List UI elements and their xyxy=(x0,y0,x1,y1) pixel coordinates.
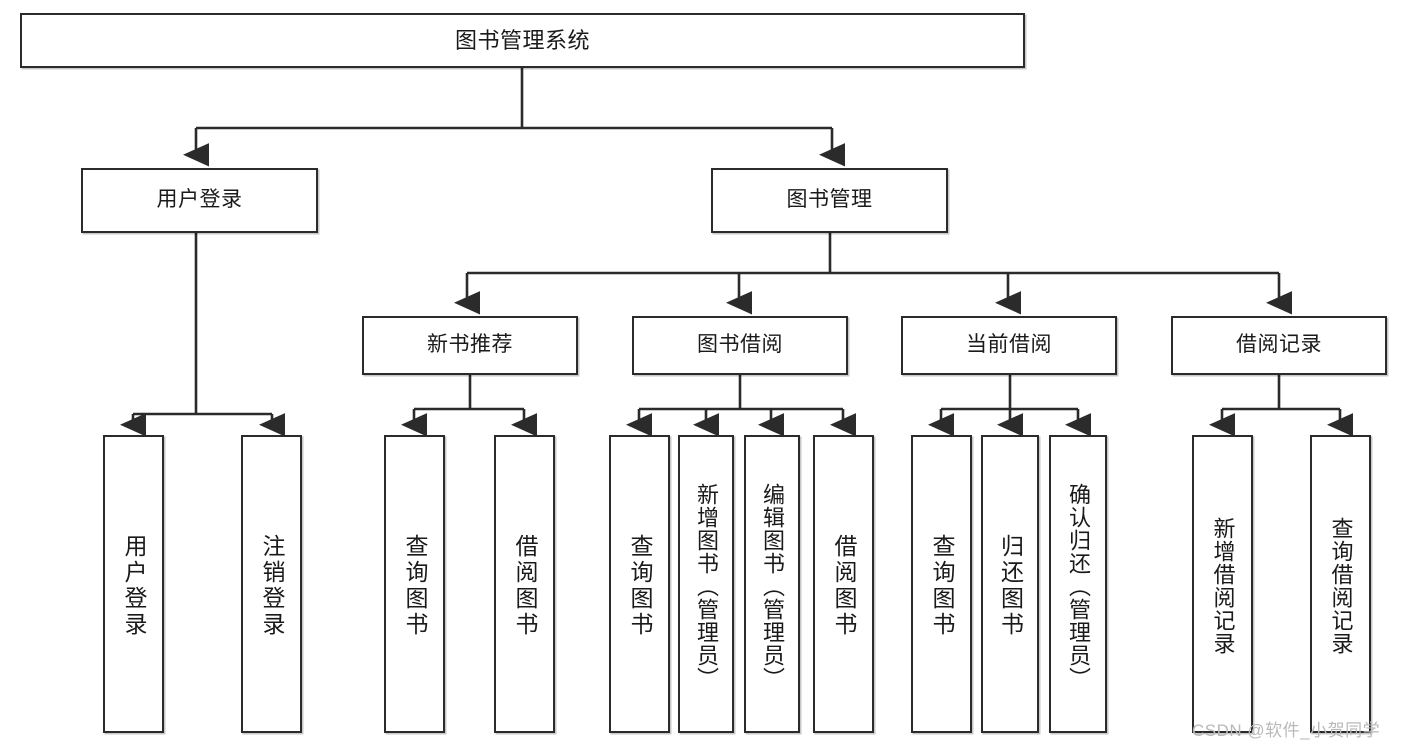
leaf-user-login[interactable]: 用户登录 xyxy=(103,435,164,733)
node-borrow-record[interactable]: 借阅记录 xyxy=(1171,316,1387,375)
node-label: 图书管理 xyxy=(786,188,873,212)
node-label: 查询图书 xyxy=(627,534,653,638)
node-label: 借阅图书 xyxy=(512,534,538,638)
leaf-query-borrow-record[interactable]: 查询借阅记录 xyxy=(1310,435,1371,733)
node-root-system[interactable]: 图书管理系统 xyxy=(20,13,1025,68)
leaf-confirm-return[interactable]: 确认归还（管理员） xyxy=(1049,435,1107,733)
node-label: 编辑图书（管理员） xyxy=(760,482,785,690)
node-label: 新增借阅记录 xyxy=(1210,517,1236,655)
node-label: 用户登录 xyxy=(156,188,243,212)
leaf-user-logout[interactable]: 注销登录 xyxy=(241,435,302,733)
leaf-add-book[interactable]: 新增图书（管理员） xyxy=(678,435,734,733)
node-label: 查询图书 xyxy=(402,534,428,638)
leaf-return-book[interactable]: 归还图书 xyxy=(981,435,1039,733)
node-user-login[interactable]: 用户登录 xyxy=(81,168,318,233)
leaf-add-borrow-record[interactable]: 新增借阅记录 xyxy=(1192,435,1253,733)
leaf-query-book-borrow[interactable]: 查询图书 xyxy=(609,435,670,733)
node-label: 图书借阅 xyxy=(697,333,783,357)
node-label: 借阅图书 xyxy=(831,534,857,638)
node-label: 归还图书 xyxy=(997,534,1024,638)
leaf-borrow-book-recommend[interactable]: 借阅图书 xyxy=(494,435,555,733)
leaf-query-book-current[interactable]: 查询图书 xyxy=(911,435,972,733)
leaf-borrow-book-borrow[interactable]: 借阅图书 xyxy=(813,435,874,733)
node-label: 新增图书（管理员） xyxy=(694,482,719,690)
node-current-borrow[interactable]: 当前借阅 xyxy=(901,316,1117,375)
node-label: 借阅记录 xyxy=(1236,333,1322,357)
node-label: 新书推荐 xyxy=(427,333,513,357)
node-book-management[interactable]: 图书管理 xyxy=(711,168,948,233)
node-label: 查询图书 xyxy=(929,534,955,638)
leaf-query-book-recommend[interactable]: 查询图书 xyxy=(384,435,445,733)
leaf-edit-book[interactable]: 编辑图书（管理员） xyxy=(744,435,800,733)
node-new-book-recommend[interactable]: 新书推荐 xyxy=(362,316,578,375)
node-label: 查询借阅记录 xyxy=(1328,517,1354,655)
node-label: 图书管理系统 xyxy=(454,27,590,53)
node-label: 用户登录 xyxy=(121,534,147,638)
node-label: 注销登录 xyxy=(259,534,285,638)
node-label: 确认归还（管理员） xyxy=(1066,482,1091,690)
node-book-borrow[interactable]: 图书借阅 xyxy=(632,316,848,375)
node-label: 当前借阅 xyxy=(966,333,1052,357)
watermark-text: CSDN @软件_小贺同学 xyxy=(1192,721,1381,740)
